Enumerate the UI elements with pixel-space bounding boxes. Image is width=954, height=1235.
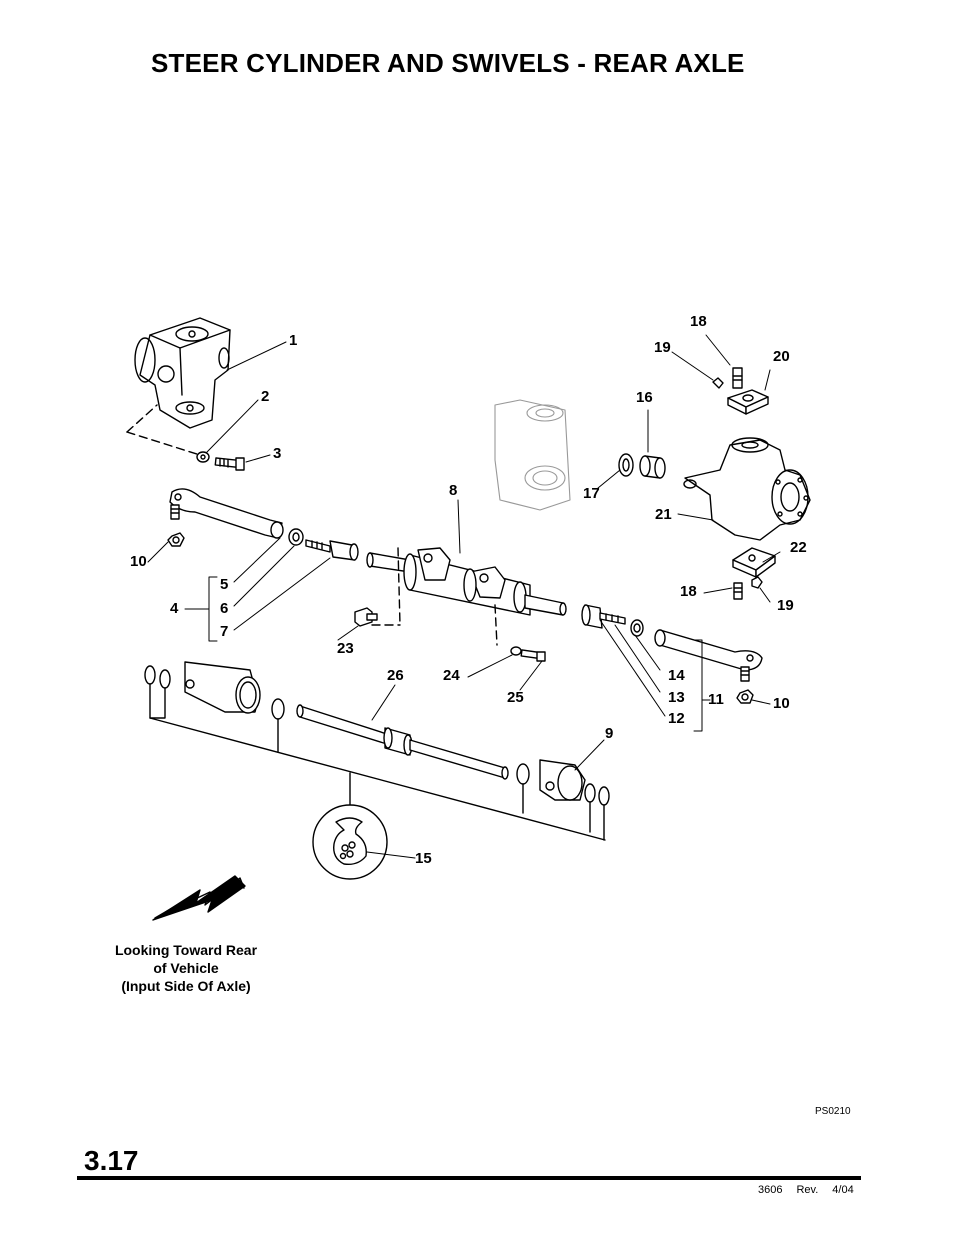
callout-5: 5 [220, 576, 229, 593]
callout-24: 24 [443, 667, 460, 684]
callout-10-left: 10 [130, 553, 147, 570]
callout-19-top: 19 [654, 339, 671, 356]
page-footer: 3606 Rev. 4/04 [758, 1184, 854, 1196]
callout-23: 23 [337, 640, 354, 657]
caption-line-1: Looking Toward Rear [114, 942, 258, 958]
seal-kit-parts [144, 661, 610, 806]
callout-17: 17 [583, 485, 600, 502]
callout-22: 22 [790, 539, 807, 556]
top-cap-part [712, 367, 769, 415]
callout-25: 25 [507, 689, 524, 706]
callout-4: 4 [170, 600, 179, 617]
callout-12: 12 [668, 710, 685, 727]
steer-cylinder-part [366, 547, 567, 646]
axle-yoke-part [126, 317, 231, 456]
callout-10-right: 10 [773, 695, 790, 712]
page-title: STEER CYLINDER AND SWIVELS - REAR AXLE [151, 48, 745, 78]
bushing-seal-part [618, 453, 666, 479]
callout-13: 13 [668, 689, 685, 706]
kit-bracket-lines [149, 683, 606, 880]
callout-1: 1 [289, 332, 298, 349]
callout-18-bottom: 18 [680, 583, 697, 600]
nut-bolt-part [196, 451, 245, 471]
section-number: 3.17 [84, 1145, 139, 1176]
rev-date: 4/04 [832, 1184, 854, 1196]
callout-9: 9 [605, 725, 614, 742]
leader-lines [147, 334, 781, 859]
steering-knuckle-part [683, 437, 811, 541]
callout-6: 6 [220, 600, 229, 617]
callout-2: 2 [261, 388, 270, 405]
callout-3: 3 [273, 445, 282, 462]
left-tie-rod-part [167, 488, 284, 547]
callout-19-bottom: 19 [777, 597, 794, 614]
callout-14: 14 [668, 667, 685, 684]
footer-rule [77, 1176, 861, 1180]
callout-8: 8 [449, 482, 458, 499]
right-tie-rod-part [654, 629, 763, 704]
callout-7: 7 [220, 623, 229, 640]
callout-18-top: 18 [690, 313, 707, 330]
axle-housing-outline [494, 399, 571, 511]
inner-ball-joint-part [288, 528, 359, 561]
doc-number: 3606 [758, 1184, 783, 1196]
callout-15: 15 [415, 850, 432, 867]
right-ball-joint-part [581, 604, 644, 637]
caption-line-3: (Input Side Of Axle) [121, 978, 251, 994]
callout-26: 26 [387, 667, 404, 684]
lower-cap-part [732, 547, 776, 600]
direction-arrow-icon [152, 875, 246, 921]
view-caption: Looking Toward Rear of Vehicle (Input Si… [96, 941, 276, 995]
fittings-part [354, 607, 546, 662]
figure-id: PS0210 [815, 1106, 851, 1117]
callout-21: 21 [655, 506, 672, 523]
caption-line-2: of Vehicle [153, 960, 219, 976]
callout-16: 16 [636, 389, 653, 406]
callout-11: 11 [708, 691, 724, 708]
callout-20: 20 [773, 348, 790, 365]
rev-label: Rev. [796, 1184, 819, 1196]
